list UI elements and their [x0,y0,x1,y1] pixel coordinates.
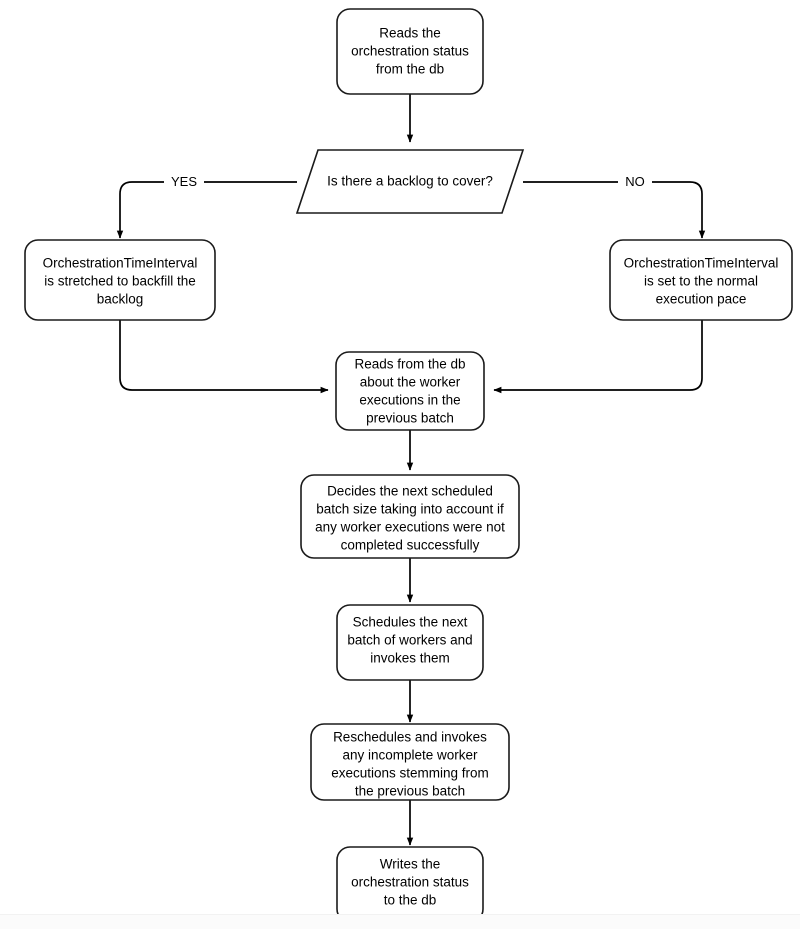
node-interval-normal-line-3: execution pace [656,292,747,307]
node-read-worker-executions-shape [335,351,485,431]
node-read-worker-executions-line-4: previous batch [366,411,454,426]
node-decide-batch-size-line-4: completed successfully [341,538,480,553]
node-schedule-batch-line-2: batch of workers and [347,633,472,648]
node-decide-batch-size-line-2: batch size taking into account if [316,502,504,517]
node-reschedule-incomplete[interactable]: Reschedules and invokes any incomplete w… [310,723,510,801]
node-reschedule-incomplete-line-4: the previous batch [355,784,465,799]
node-schedule-batch-shape [336,604,484,681]
node-interval-normal[interactable]: OrchestrationTimeInterval is set to the … [609,239,793,321]
node-read-status[interactable]: Reads the orchestration status from the … [336,8,484,95]
node-decide-batch-size-shape [300,474,520,559]
edge-decision-yes-to-stretched [116,181,297,239]
node-read-status-line-3: from the db [376,62,444,77]
node-backlog-decision[interactable]: Is there a backlog to cover? [295,149,525,214]
node-write-status-line-2: orchestration status [351,875,469,890]
edges-group [116,94,706,846]
node-read-worker-executions-line-3: executions in the [359,393,460,408]
node-reschedule-incomplete-line-2: any incomplete worker [342,748,478,763]
node-interval-stretched-shape [24,239,216,321]
node-reschedule-incomplete-line-3: executions stemming from [331,766,489,781]
page-bottom-strip [0,914,800,929]
node-backlog-decision-label: Is there a backlog to cover? [327,174,493,189]
node-schedule-batch-line-1: Schedules the next [353,615,468,630]
no-label-backdrop [618,173,652,191]
node-interval-stretched-line-3: backlog [97,292,144,307]
node-decide-batch-size[interactable]: Decides the next scheduled batch size ta… [300,474,520,559]
node-interval-normal-line-1: OrchestrationTimeInterval [624,256,779,271]
edge-stretched-to-read-workers [119,320,329,394]
node-read-worker-executions-line-2: about the worker [360,375,461,390]
node-read-status-line-2: orchestration status [351,44,469,59]
edge-labels-group: YES NO [164,173,652,191]
yes-label-backdrop [164,173,204,191]
edge-decision-no-to-normal [523,181,706,239]
node-backlog-decision-shape [295,149,525,214]
node-interval-normal-shape [609,239,793,321]
node-reschedule-incomplete-shape [310,723,510,801]
node-reschedule-incomplete-line-1: Reschedules and invokes [333,730,487,745]
edge-normal-to-read-workers [493,320,703,394]
node-read-status-line-1: Reads the [379,26,441,41]
node-interval-stretched-line-1: OrchestrationTimeInterval [43,256,198,271]
node-write-status-line-1: Writes the [380,857,441,872]
node-write-status-line-3: to the db [384,893,437,908]
node-write-status[interactable]: Writes the orchestration status to the d… [336,846,484,923]
node-read-worker-executions-line-1: Reads from the db [354,357,465,372]
node-read-worker-executions[interactable]: Reads from the db about the worker execu… [335,351,485,431]
node-interval-stretched-line-2: is stretched to backfill the [44,274,196,289]
node-schedule-batch-line-3: invokes them [370,651,450,666]
node-decide-batch-size-line-3: any worker executions were not [315,520,505,535]
edge-label-no: NO [625,174,645,189]
node-read-status-shape [336,8,484,95]
edge-label-yes: YES [171,174,197,189]
node-decide-batch-size-line-1: Decides the next scheduled [327,484,493,499]
node-interval-stretched[interactable]: OrchestrationTimeInterval is stretched t… [24,239,216,321]
node-schedule-batch[interactable]: Schedules the next batch of workers and … [336,604,484,681]
node-interval-normal-line-2: is set to the normal [644,274,758,289]
